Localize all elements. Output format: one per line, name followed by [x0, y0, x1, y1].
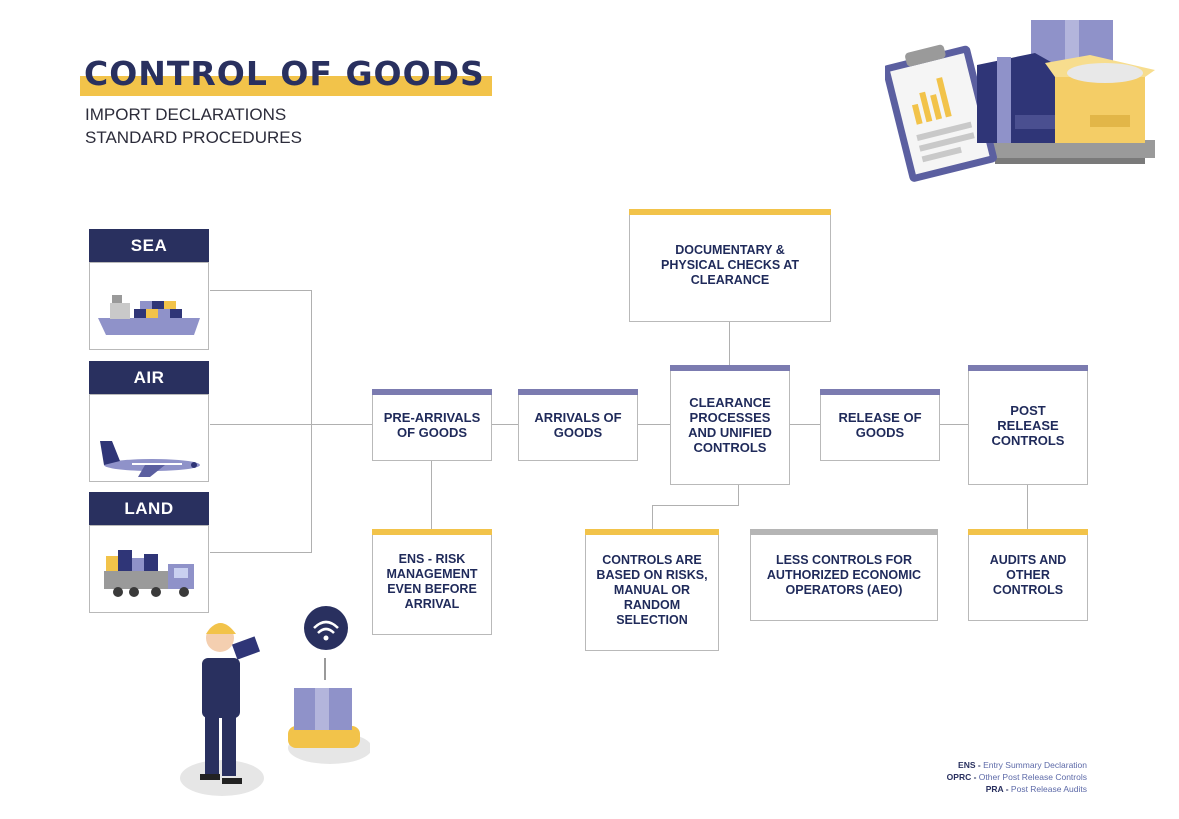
- connector-clear-horiz: [652, 505, 739, 506]
- truck-icon: [104, 550, 194, 597]
- land-header: LAND: [89, 492, 209, 525]
- connector-land: [210, 552, 312, 553]
- page-title: CONTROL OF GOODS: [84, 54, 485, 93]
- audits-box: AUDITS AND OTHER CONTROLS: [968, 529, 1088, 621]
- release-box: RELEASE OF GOODS: [820, 389, 940, 461]
- legend-ens: ENS - Entry Summary Declaration: [958, 760, 1087, 770]
- air-image-panel: [89, 394, 209, 482]
- post-release-label: POST RELEASE CONTROLS: [991, 402, 1065, 448]
- ens-abbr: ENS: [398, 552, 425, 566]
- connector-pre-ens: [431, 461, 432, 529]
- land-image-panel: [89, 525, 209, 613]
- sea-image-panel: [89, 262, 209, 350]
- connector-clear-down: [738, 485, 739, 505]
- connector-clear-controls: [652, 505, 653, 529]
- connector-post-audits: [1027, 485, 1028, 529]
- arrivals-box: ARRIVALS OF GOODS: [518, 389, 638, 461]
- pre-arrivals-label: PRE-ARRIVALS OF GOODS: [383, 410, 481, 440]
- legend-pra: PRA - Post Release Audits: [985, 784, 1087, 794]
- aeo-label: LESS CONTROLS FOR AUTHORIZED ECONOMIC OP…: [766, 552, 922, 597]
- subtitle-line-1: IMPORT DECLARATIONS: [85, 105, 287, 124]
- subtitle-line-2: STANDARD PROCEDURES: [85, 128, 302, 147]
- connector-clear-rel: [790, 424, 820, 425]
- connector-sea: [210, 290, 312, 291]
- worker-robot-illustration: [180, 606, 370, 796]
- clearance-label: CLEARANCE PROCESSES AND UNIFIED CONTROLS: [688, 395, 772, 455]
- controls-label: CONTROLS ARE BASED ON RISKS, MANUAL OR R…: [596, 552, 708, 627]
- connector-vertical: [311, 290, 312, 553]
- audits-label: AUDITS AND OTHER CONTROLS: [989, 552, 1067, 597]
- clipboard-boxes-icon: [885, 20, 1155, 182]
- ens-text: - RISK MANAGEMENT EVEN BEFORE ARRIVAL: [386, 552, 478, 611]
- release-label: RELEASE OF GOODS: [838, 410, 922, 440]
- documentary-label: DOCUMENTARY & PHYSICAL CHECKS AT CLEARAN…: [661, 243, 799, 287]
- clearance-box: CLEARANCE PROCESSES AND UNIFIED CONTROLS: [670, 365, 790, 485]
- sea-header: SEA: [89, 229, 209, 262]
- arrivals-label: ARRIVALS OF GOODS: [534, 410, 622, 440]
- documentary-checks-box: DOCUMENTARY & PHYSICAL CHECKS AT CLEARAN…: [629, 209, 831, 322]
- aeo-box: LESS CONTROLS FOR AUTHORIZED ECONOMIC OP…: [750, 529, 938, 621]
- airplane-icon: [100, 441, 200, 477]
- connector-air: [210, 424, 372, 425]
- legend-oprc: OPRC - Other Post Release Controls: [946, 772, 1087, 782]
- post-release-box: POST RELEASE CONTROLS: [968, 365, 1088, 485]
- cargo-ship-icon: [98, 295, 200, 335]
- title-highlight: [80, 76, 492, 96]
- connector-pre-arr: [492, 424, 519, 425]
- connector-doc-clear: [729, 322, 730, 365]
- air-header: AIR: [89, 361, 209, 394]
- pre-arrivals-box: PRE-ARRIVALS OF GOODS: [372, 389, 492, 461]
- controls-box: CONTROLS ARE BASED ON RISKS, MANUAL OR R…: [585, 529, 719, 651]
- ens-box: ENS - RISK MANAGEMENT EVEN BEFORE ARRIVA…: [372, 529, 492, 635]
- connector-rel-post: [940, 424, 968, 425]
- connector-arr-clear: [638, 424, 670, 425]
